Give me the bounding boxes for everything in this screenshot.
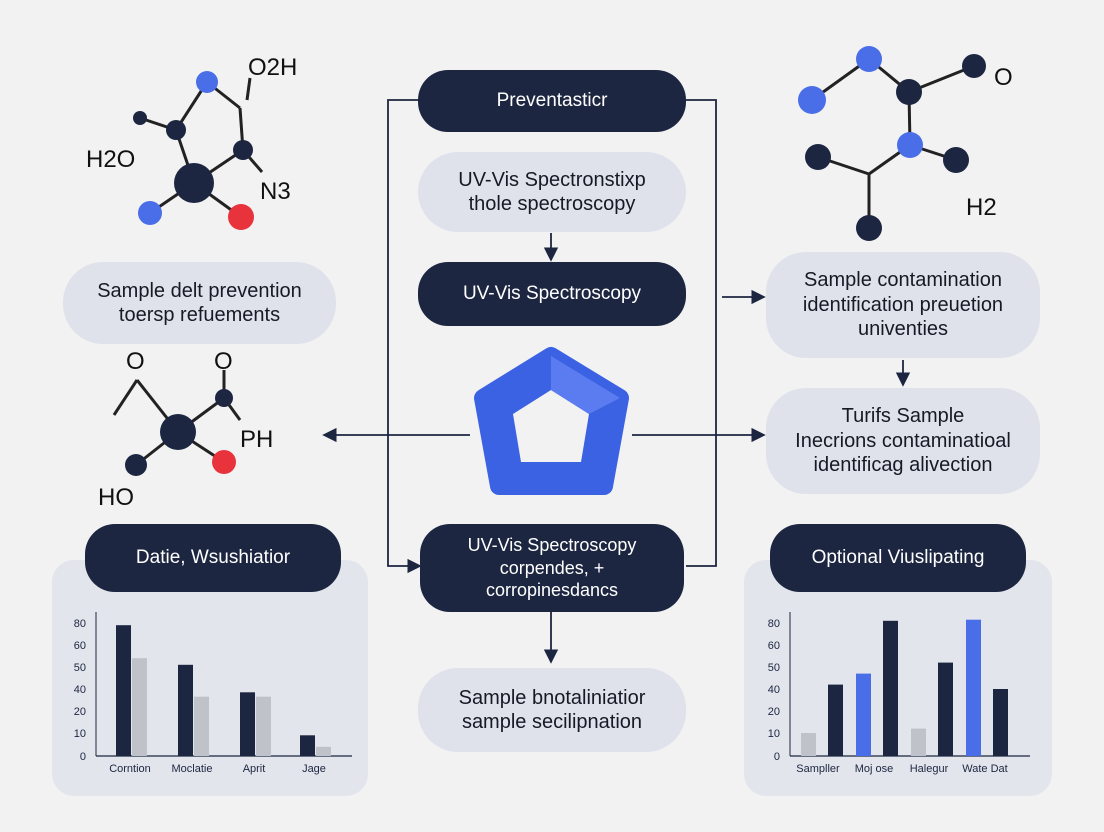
atoms-top-left — [133, 71, 254, 230]
bar — [194, 696, 209, 756]
sample-prevention-label: Sample delt prevention toersp refuements — [97, 279, 302, 326]
bar — [966, 619, 981, 756]
uv-spectro-light-label: UV-Vis Spectronstixp thole spectroscopy — [458, 168, 646, 215]
y-tick-label: 40 — [768, 684, 780, 696]
left-chart-title: Datie, Wsushiatior — [135, 547, 291, 569]
bar — [911, 728, 926, 756]
bar — [178, 664, 193, 756]
right-chart-title-pill: Optional Viuslipating — [770, 524, 1026, 592]
x-tick-label: Jage — [302, 763, 326, 775]
x-tick-label: Aprit — [243, 763, 266, 775]
uv-spectro-dark-node[interactable]: UV-Vis Spectroscopy — [418, 262, 686, 326]
molecule-label-h2: H2 — [966, 194, 997, 221]
molecule-label-h2o: H2O — [86, 146, 136, 173]
right-chart-title: Optional Viuslipating — [811, 547, 985, 569]
x-tick-label: Moclatie — [172, 763, 213, 775]
molecule-label-o-right: O — [214, 348, 233, 375]
y-tick-label: 60 — [768, 640, 780, 652]
bar — [300, 735, 315, 756]
bar — [316, 746, 331, 756]
x-tick-label: Moj ose — [855, 763, 894, 775]
bar — [256, 696, 271, 756]
molecule-label-n3: N3 — [260, 178, 291, 205]
y-tick-label: 80 — [768, 618, 780, 630]
uv-correspondence-label: UV-Vis Spectroscopy corpendes, + corropi… — [467, 535, 637, 601]
flow-loop-connector — [387, 99, 422, 574]
molecule-label-o2h: O2H — [248, 54, 298, 81]
bar — [828, 684, 843, 756]
bar — [116, 625, 131, 756]
turifs-sample-node[interactable]: Turifs Sample Inecrions contaminatioal i… — [766, 388, 1040, 494]
uv-correspondence-node[interactable]: UV-Vis Spectroscopy corpendes, + corropi… — [420, 524, 684, 612]
molecule-label-o: O — [994, 64, 1013, 91]
y-tick-label: 80 — [74, 618, 86, 630]
molecule-label-ho: HO — [98, 484, 134, 511]
y-tick-label: 50 — [74, 662, 86, 674]
bar — [938, 662, 953, 756]
sample-notation-label: Sample bnotaliniatior sample secilipnati… — [458, 686, 646, 733]
sample-prevention-node[interactable]: Sample delt prevention toersp refuements — [63, 262, 336, 344]
pentagon-logo-icon — [474, 347, 629, 495]
bar — [993, 689, 1008, 756]
x-tick-label: Wate Dat — [962, 763, 1007, 775]
y-tick-label: 0 — [80, 751, 86, 763]
y-tick-label: 10 — [768, 728, 780, 740]
bar — [132, 658, 147, 756]
x-tick-label: Corntion — [109, 763, 151, 775]
left-chart-panel — [52, 560, 368, 796]
y-tick-label: 20 — [74, 706, 86, 718]
uv-spectro-light-node[interactable]: UV-Vis Spectronstixp thole spectroscopy — [418, 152, 686, 232]
y-tick-label: 50 — [768, 662, 780, 674]
atoms-top-right — [798, 46, 986, 241]
flow-title-node[interactable]: Preventasticr — [418, 70, 686, 132]
uv-spectro-dark-label: UV-Vis Spectroscopy — [462, 283, 642, 305]
y-tick-label: 10 — [74, 728, 86, 740]
molecule-label-o-left: O — [126, 348, 145, 375]
flow-loop-connector-right — [686, 99, 717, 567]
y-tick-label: 20 — [768, 706, 780, 718]
bar — [856, 673, 871, 756]
bar — [240, 692, 255, 756]
left-chart-title-pill: Datie, Wsushiatior — [85, 524, 341, 592]
flow-title-label: Preventasticr — [496, 90, 608, 112]
x-tick-label: Halegur — [910, 763, 949, 775]
contamination-label: Sample contamination identification preu… — [802, 269, 1004, 341]
sample-notation-node[interactable]: Sample bnotaliniatior sample secilipnati… — [418, 668, 686, 752]
y-tick-label: 60 — [74, 640, 86, 652]
contamination-node[interactable]: Sample contamination identification preu… — [766, 252, 1040, 358]
bar — [883, 620, 898, 756]
y-tick-label: 40 — [74, 684, 86, 696]
molecule-label-ph: PH — [240, 426, 274, 453]
x-tick-label: Sampller — [796, 763, 840, 775]
y-tick-label: 0 — [774, 751, 780, 763]
atoms-mid-left — [125, 389, 236, 476]
turifs-sample-label: Turifs Sample Inecrions contaminatioal i… — [795, 405, 1011, 477]
bar — [801, 733, 816, 756]
